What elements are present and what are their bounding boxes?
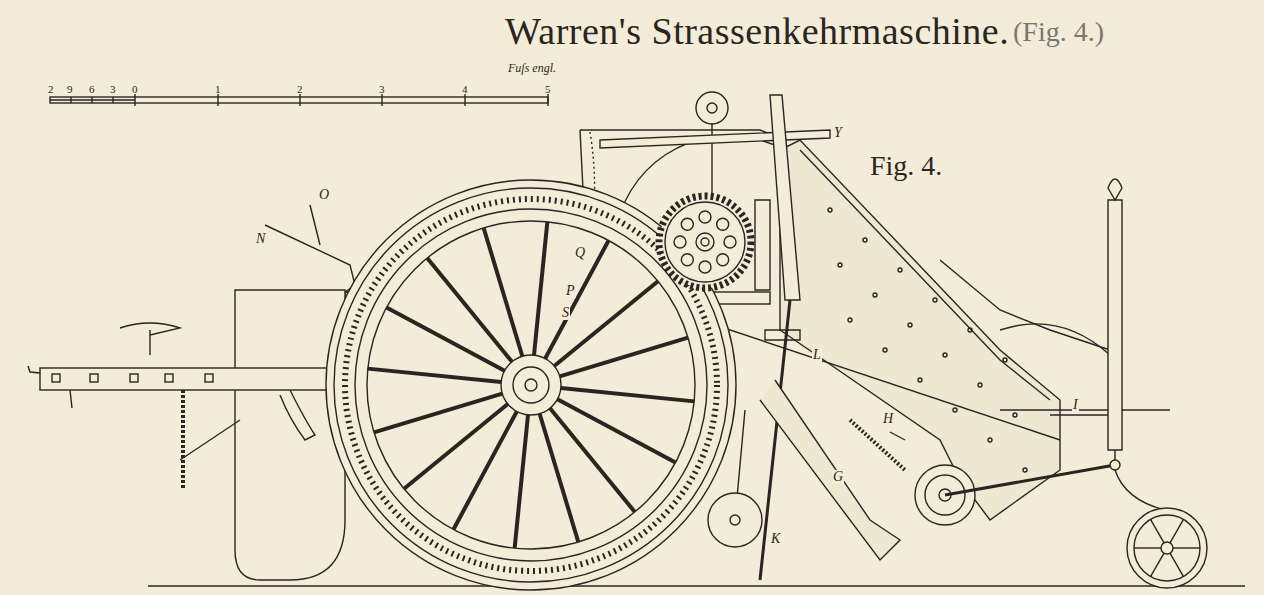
part-letter: H <box>882 412 894 426</box>
scale-number: 0 <box>132 84 138 95</box>
wheel-spoke <box>374 394 502 433</box>
front-wheel <box>945 179 1207 588</box>
gear-hole <box>681 218 693 230</box>
rivet <box>1003 358 1007 362</box>
part-letter: S <box>561 306 570 320</box>
rivet <box>908 323 912 327</box>
wheel-spoke <box>1170 519 1184 542</box>
scale-bar <box>50 94 548 106</box>
gear-hole <box>681 254 693 266</box>
wheel-spoke <box>387 307 505 370</box>
part-letter: N <box>255 232 266 246</box>
part-letter: Y <box>833 126 843 140</box>
rivet <box>978 383 982 387</box>
scale-number: 1 <box>215 84 221 95</box>
rivet <box>943 353 947 357</box>
drive-wheel <box>326 180 736 590</box>
part-letter: L <box>812 348 822 362</box>
rivet <box>933 298 937 302</box>
gear-wheel <box>659 196 751 288</box>
rivet <box>873 293 877 297</box>
rivet <box>988 438 992 442</box>
gear-hole <box>724 236 736 248</box>
rivet <box>1013 413 1017 417</box>
ground-line <box>148 585 1245 586</box>
wheel-spoke <box>545 241 608 359</box>
wheel-spoke <box>1134 547 1161 548</box>
scale-number: 5 <box>545 84 551 95</box>
wheel-spoke <box>1173 547 1200 548</box>
wheel-spoke <box>484 228 523 356</box>
gear-hole <box>699 211 711 223</box>
wheel-spoke <box>453 411 516 529</box>
rivet <box>848 318 852 322</box>
rivet <box>883 348 887 352</box>
rivet <box>828 208 832 212</box>
wheel-spoke <box>540 414 579 542</box>
rivet <box>968 328 972 332</box>
scale-number: 4 <box>462 84 468 95</box>
brush-pulley <box>760 380 975 560</box>
scale-number: 2 <box>297 84 303 95</box>
figure-number: Fig. 4. <box>870 152 942 180</box>
title: Warren's Strassenkehrmaschine. <box>505 12 1009 50</box>
gear-hole <box>699 261 711 273</box>
gear-hole <box>717 254 729 266</box>
wheel-spoke <box>557 399 675 462</box>
wheel-spoke <box>1151 519 1165 542</box>
rivet <box>863 238 867 242</box>
rivet <box>838 263 842 267</box>
part-letter: Q <box>574 246 586 260</box>
gear-hole <box>717 218 729 230</box>
part-letter: P <box>565 284 576 298</box>
scale-number: 6 <box>89 84 95 95</box>
gear-hole <box>674 236 686 248</box>
wheel-spoke <box>561 388 694 401</box>
scale-number: 3 <box>379 84 385 95</box>
wheel-spoke <box>1170 553 1184 576</box>
part-letter: I <box>1072 398 1079 412</box>
scale-number: 9 <box>67 84 73 95</box>
caster-wheel <box>708 410 762 547</box>
rivet <box>898 268 902 272</box>
scale-number: 2 <box>48 84 54 95</box>
wheel-spoke <box>534 222 547 355</box>
wheel-spoke <box>560 338 688 377</box>
wheel-spoke <box>1151 553 1165 576</box>
rivet <box>1023 468 1027 472</box>
lever <box>755 95 800 580</box>
part-letter: G <box>832 470 844 484</box>
wheel-spoke <box>515 415 528 548</box>
scale-number: 3 <box>110 84 116 95</box>
rivet <box>918 378 922 382</box>
scale-unit: Fuſs engl. <box>508 62 556 74</box>
part-letter: O <box>318 188 330 202</box>
rivet <box>953 408 957 412</box>
part-letter: K <box>770 532 781 546</box>
wheel-spoke <box>368 369 501 382</box>
figure-ref: (Fig. 4.) <box>1013 18 1104 46</box>
hand-wheel <box>600 92 830 196</box>
